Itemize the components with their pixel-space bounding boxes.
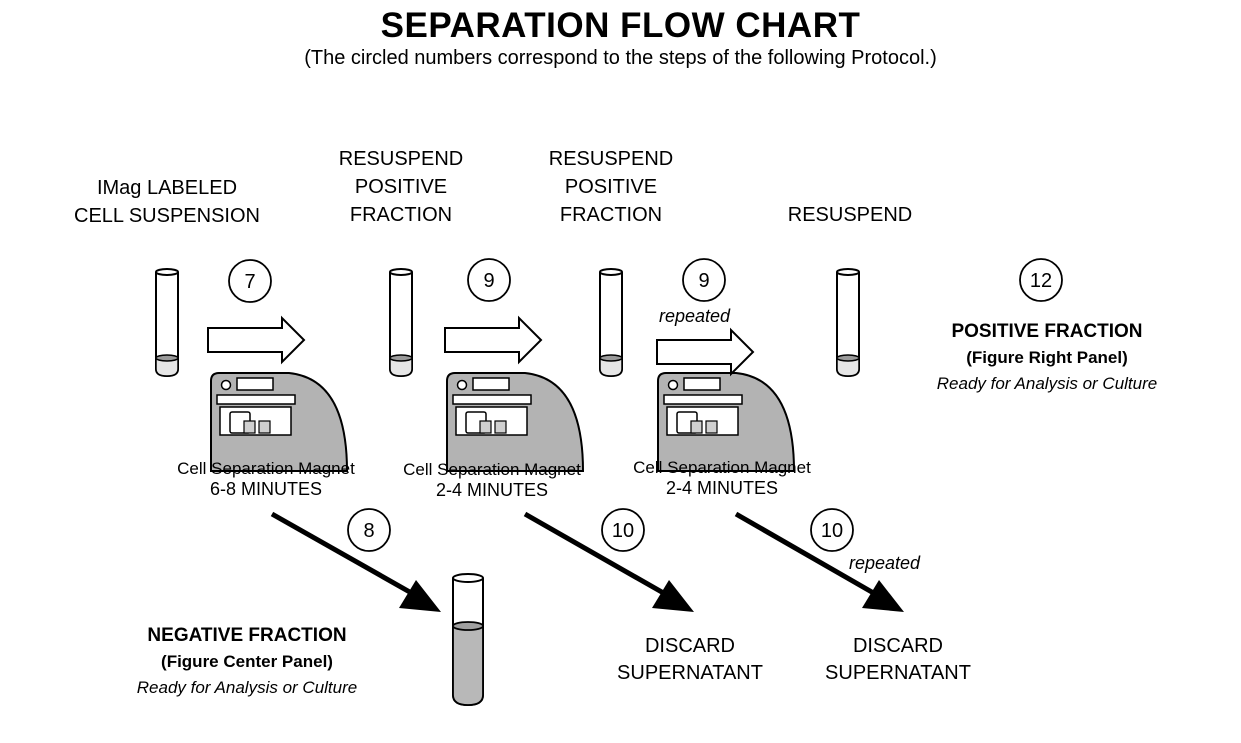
step-number-d2: 10 <box>612 520 634 542</box>
label-resuspend-1-line3: FRACTION <box>349 204 453 226</box>
negative-fraction-title: NEGATIVE FRACTION <box>147 625 347 646</box>
discard-label-2: DISCARD SUPERNATANT <box>798 633 998 687</box>
discard-label-1-line2: SUPERNATANT <box>617 662 763 684</box>
positive-fraction-note: Ready for Analysis or Culture <box>936 374 1158 393</box>
discard-label-1: DISCARD SUPERNATANT <box>590 633 790 687</box>
step-number-s3: 9 <box>698 270 709 292</box>
tube-resuspend-2 <box>599 268 623 377</box>
label-resuspend-1-line1: RESUSPEND <box>338 148 464 170</box>
label-resuspend-final: RESUSPEND <box>765 201 935 229</box>
arrow-diagonal-icon-3 <box>734 511 904 612</box>
label-resuspend-2-line2: POSITIVE <box>564 176 658 198</box>
negative-fraction-panel: (Figure Center Panel) <box>161 652 333 671</box>
discard-label-2-line2: SUPERNATANT <box>825 662 971 684</box>
positive-fraction-panel: (Figure Right Panel) <box>966 348 1128 367</box>
positive-fraction-label: POSITIVE FRACTION (Figure Right Panel) R… <box>897 318 1197 397</box>
tube-resuspend-1 <box>389 268 413 377</box>
magnet-label-3-name: Cell Separation Magnet <box>633 458 811 477</box>
negative-fraction-note: Ready for Analysis or Culture <box>136 678 358 697</box>
page-subtitle: (The circled numbers correspond to the s… <box>304 47 937 69</box>
tube-final <box>836 268 860 377</box>
magnet-label-1-name: Cell Separation Magnet <box>177 459 355 478</box>
label-resuspend-2: RESUSPEND POSITIVE FRACTION <box>526 145 696 229</box>
arrow-diagonal-icon-2 <box>523 511 694 612</box>
label-resuspend-2-line1: RESUSPEND <box>548 148 674 170</box>
magnet-icon-1 <box>210 372 348 472</box>
magnet-label-2: Cell Separation Magnet 2-4 MINUTES <box>377 459 607 501</box>
discard-label-1-line1: DISCARD <box>644 635 735 657</box>
step-number-d1: 8 <box>363 520 374 542</box>
magnet-label-1: Cell Separation Magnet 6-8 MINUTES <box>151 458 381 500</box>
label-start-line1: IMag LABELED <box>96 177 238 199</box>
magnet-label-3-time: 2-4 MINUTES <box>665 478 779 498</box>
label-resuspend-1: RESUSPEND POSITIVE FRACTION <box>316 145 486 229</box>
discard-label-2-line1: DISCARD <box>852 635 943 657</box>
negative-fraction-label: NEGATIVE FRACTION (Figure Center Panel) … <box>97 622 397 701</box>
tube-negative-fraction <box>452 573 484 707</box>
step-number-s2: 9 <box>483 270 494 292</box>
magnet-label-2-time: 2-4 MINUTES <box>435 480 549 500</box>
step-number-s1: 7 <box>244 271 255 293</box>
label-resuspend-final-line1: RESUSPEND <box>787 204 913 226</box>
label-start: IMag LABELED CELL SUSPENSION <box>52 174 282 230</box>
label-resuspend-2-line3: FRACTION <box>559 204 663 226</box>
arrow-diagonal-icon-1 <box>270 511 441 612</box>
page-title: SEPARATION FLOW CHART <box>380 6 861 45</box>
tube-start <box>155 268 179 377</box>
positive-fraction-title: POSITIVE FRACTION <box>951 321 1143 342</box>
repeated-label-2: repeated <box>849 553 921 573</box>
step-number-d3: 10 <box>821 520 843 542</box>
label-start-line2: CELL SUSPENSION <box>74 205 260 227</box>
arrow-right-icon-2 <box>444 317 542 363</box>
magnet-icon-2 <box>446 372 584 472</box>
magnet-label-2-name: Cell Separation Magnet <box>403 460 581 479</box>
arrow-right-icon-1 <box>207 317 305 363</box>
label-resuspend-1-line2: POSITIVE <box>354 176 448 198</box>
repeated-label-1: repeated <box>659 306 731 326</box>
arrow-right-icon-3 <box>656 329 754 375</box>
step-number-s4: 12 <box>1030 270 1052 292</box>
magnet-label-1-time: 6-8 MINUTES <box>209 479 323 499</box>
magnet-label-3: Cell Separation Magnet 2-4 MINUTES <box>607 457 837 499</box>
